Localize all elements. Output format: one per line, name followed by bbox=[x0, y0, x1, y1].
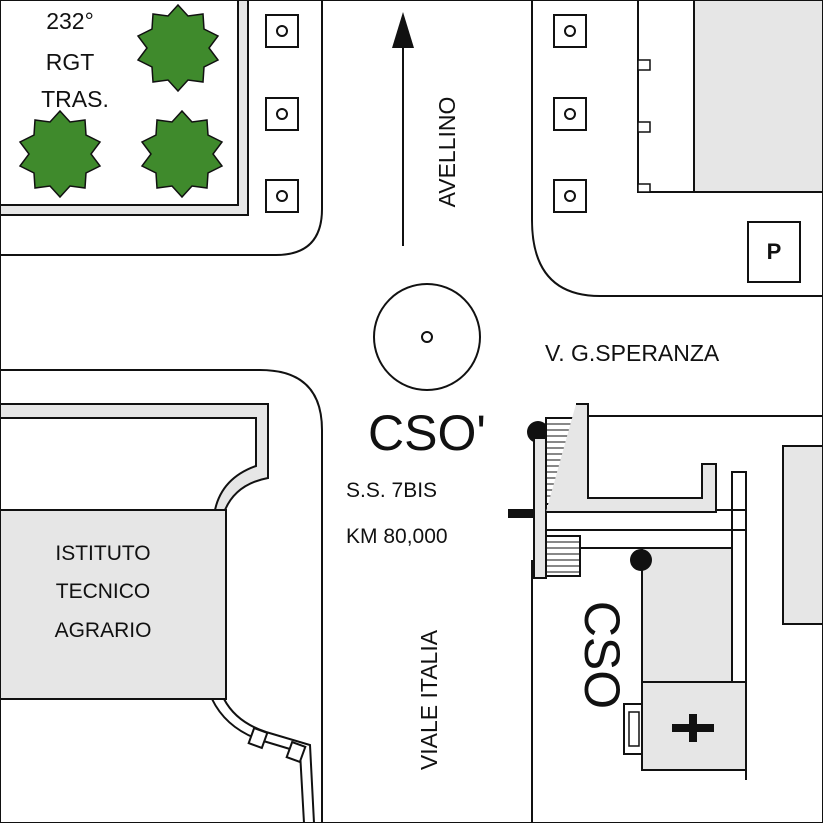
avellino-label: AVELLINO bbox=[434, 97, 460, 208]
cross-building bbox=[623, 681, 747, 771]
tree-icon bbox=[18, 109, 102, 199]
ss-label-line2: KM 80,000 bbox=[346, 525, 448, 548]
building-notches bbox=[637, 59, 651, 193]
km-marker-tick bbox=[508, 509, 534, 518]
block-left-outline bbox=[0, 369, 323, 823]
street-lamp-icon bbox=[553, 179, 587, 213]
fence-post bbox=[285, 740, 307, 764]
block-top-left-outline bbox=[0, 0, 323, 256]
tree-icon bbox=[136, 3, 220, 93]
street-lamp-icon bbox=[553, 14, 587, 48]
building-far-right bbox=[782, 445, 823, 625]
block-top-right-outline bbox=[531, 0, 823, 297]
rgt-label-line1: 232° bbox=[46, 8, 94, 34]
garden-wall bbox=[0, 0, 249, 216]
arrow-up-icon bbox=[392, 12, 414, 48]
stairs-bottom bbox=[545, 535, 581, 577]
istituto-label-line2: TECNICO bbox=[56, 580, 151, 603]
roundabout-icon bbox=[373, 283, 481, 391]
rgt-label-line3: TRAS. bbox=[41, 86, 109, 112]
fence-post bbox=[247, 726, 269, 750]
street-lamp-icon bbox=[265, 14, 299, 48]
street-lamp-icon bbox=[553, 97, 587, 131]
tree-icon bbox=[140, 109, 224, 199]
building-right-wall-outline bbox=[546, 403, 717, 513]
street-lamp-icon bbox=[265, 97, 299, 131]
parking-sign-icon: P bbox=[747, 221, 801, 283]
point-marker-icon bbox=[630, 549, 652, 571]
parking-label: P bbox=[767, 239, 782, 264]
istituto-building bbox=[0, 509, 227, 700]
cross-icon bbox=[672, 714, 714, 742]
v-g-speranza-label: V. G.SPERANZA bbox=[545, 340, 720, 366]
cso-label: CSO bbox=[574, 601, 630, 709]
ss-label-line1: S.S. 7BIS bbox=[346, 479, 437, 502]
bridge-walkway bbox=[533, 437, 547, 579]
istituto-label-line3: AGRARIO bbox=[55, 619, 152, 642]
street-lamp-icon bbox=[265, 179, 299, 213]
building-cso bbox=[641, 547, 733, 683]
istituto-label-line1: ISTITUTO bbox=[55, 542, 150, 565]
building-top-right-fill bbox=[693, 0, 823, 193]
rgt-label-line2: RGT bbox=[46, 49, 95, 75]
viale-italia-label: VIALE ITALIA bbox=[416, 629, 442, 770]
cso-prime-label: CSO' bbox=[368, 405, 486, 461]
